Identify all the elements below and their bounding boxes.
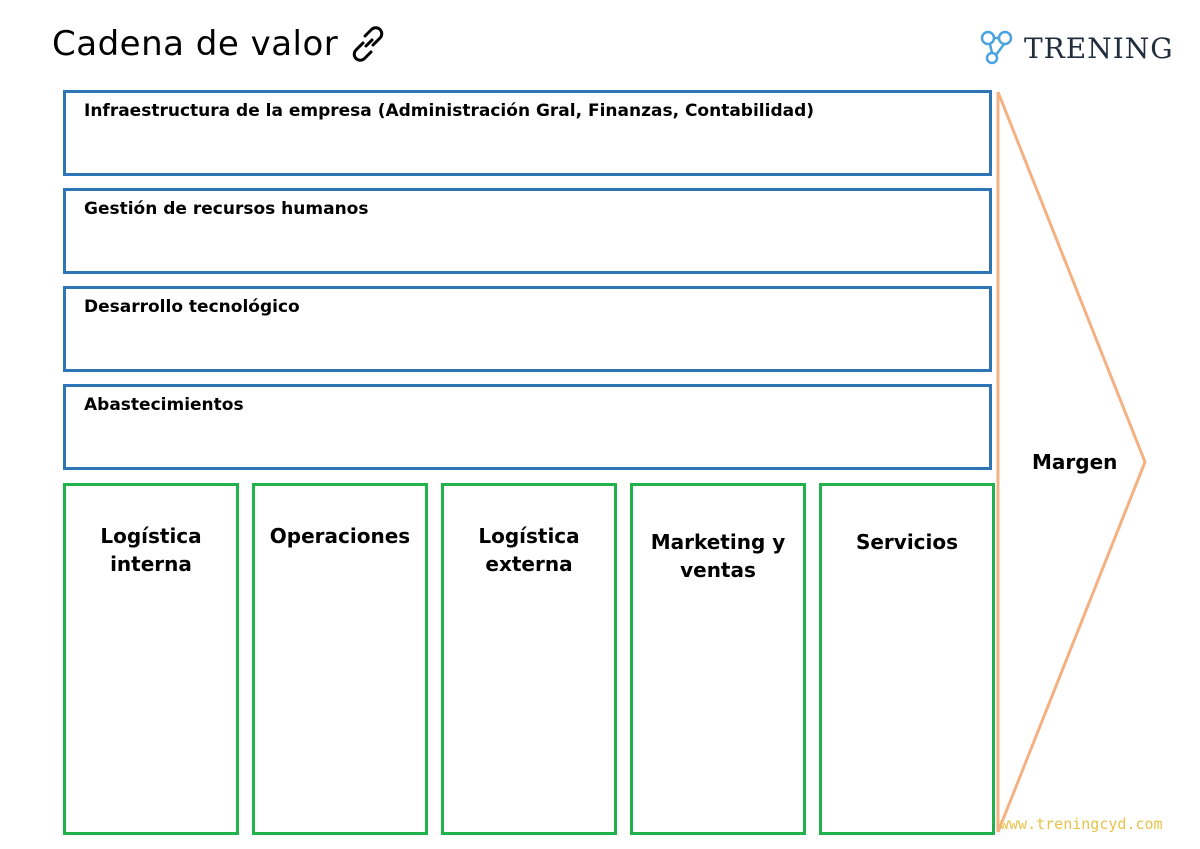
support-activity-label: Desarrollo tecnológico (84, 297, 300, 317)
support-activity-technology: Desarrollo tecnológico (63, 286, 992, 372)
primary-activity-label: Logística externa (478, 524, 580, 576)
brand-name: TRENING (1024, 31, 1174, 65)
support-activity-procurement: Abastecimientos (63, 384, 992, 470)
primary-activity-services: Servicios (819, 483, 995, 835)
link-icon (353, 26, 384, 62)
support-activity-label: Abastecimientos (84, 395, 244, 415)
page-title-text: Cadena de valor (52, 24, 339, 64)
support-activity-label: Infraestructura de la empresa (Administr… (84, 101, 815, 121)
support-activity-infrastructure: Infraestructura de la empresa (Administr… (63, 90, 992, 176)
primary-activity-operations: Operaciones (252, 483, 428, 835)
brand-logo: TRENING (978, 28, 1174, 68)
primary-activity-marketing-sales: Marketing y ventas (630, 483, 806, 835)
margin-label: Margen (1032, 450, 1118, 474)
support-activity-label: Gestión de recursos humanos (84, 199, 369, 219)
molecule-icon (980, 30, 1013, 65)
primary-activity-label: Logística interna (100, 524, 202, 576)
support-activity-hr: Gestión de recursos humanos (63, 188, 992, 274)
margin-arrow-outline (996, 91, 1147, 833)
primary-activity-inbound-logistics: Logística interna (63, 483, 239, 835)
footer-url: www.treningcyd.com (1000, 815, 1163, 833)
primary-activity-label: Marketing y ventas (650, 530, 786, 582)
primary-activity-outbound-logistics: Logística externa (441, 483, 617, 835)
primary-activity-label: Servicios (855, 530, 959, 554)
page-title: Cadena de valor (52, 22, 390, 66)
primary-activity-label: Operaciones (269, 524, 411, 548)
